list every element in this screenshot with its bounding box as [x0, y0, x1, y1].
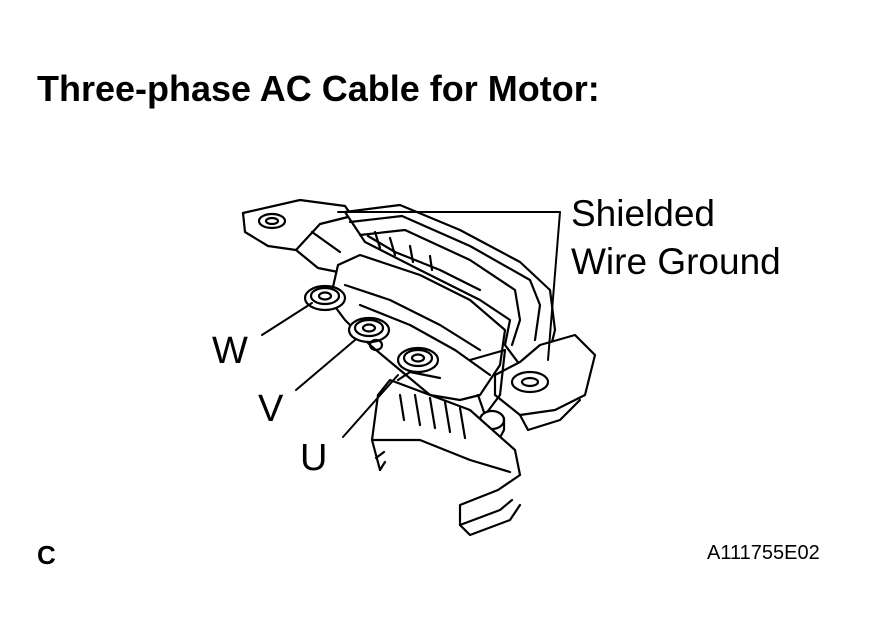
terminal-v [347, 316, 391, 352]
shielded-wire-ground-label: Shielded Wire Ground [571, 190, 781, 286]
cable-body [370, 370, 522, 537]
terminal-w [303, 284, 347, 312]
leader-u [342, 374, 399, 438]
leader-w [261, 302, 313, 336]
right-bracket [493, 333, 597, 432]
leader-v [295, 339, 356, 391]
phase-u-label: U [300, 437, 328, 479]
phase-v-label: V [258, 388, 284, 430]
leader-lines [261, 211, 561, 438]
leader-shield-down [547, 211, 561, 361]
figure-code: A111755E02 [707, 542, 820, 564]
phase-w-label: W [212, 330, 248, 372]
terminal-block [328, 253, 507, 447]
section-letter: C [37, 540, 56, 570]
shield-label-line1: Shielded [571, 193, 716, 234]
diagram-title: Three-phase AC Cable for Motor: [37, 68, 600, 109]
shield-label-line2: Wire Ground [571, 241, 781, 282]
terminal-u [396, 346, 440, 374]
left-bracket [241, 198, 354, 274]
